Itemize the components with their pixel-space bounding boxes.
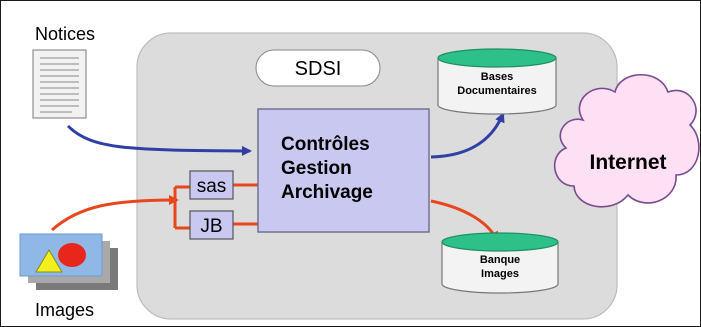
internet-cloud: Internet bbox=[553, 73, 700, 208]
center-line-gestion: Gestion bbox=[281, 158, 352, 179]
sdsi-label: SDSI bbox=[295, 58, 342, 80]
bases-line2: Documentaires bbox=[457, 85, 536, 97]
images-label: Images bbox=[35, 300, 94, 320]
center-process-box: Contrôles Gestion Archivage bbox=[257, 108, 430, 233]
banque-line2: Images bbox=[481, 268, 519, 280]
notices-document-icon bbox=[32, 49, 87, 119]
jb-label: JB bbox=[200, 216, 222, 237]
bases-documentaires-database: Bases Documentaires bbox=[437, 48, 557, 115]
images-to-sas-arrow bbox=[51, 195, 179, 232]
images-stack-icon bbox=[19, 233, 118, 290]
jb-box: JB bbox=[189, 210, 234, 240]
banque-images-database: Banque Images bbox=[441, 232, 559, 294]
sdsi-label-box: SDSI bbox=[255, 49, 381, 87]
center-to-bases-arrow bbox=[430, 112, 505, 159]
sas-box: sas bbox=[189, 170, 234, 200]
internet-label: Internet bbox=[589, 151, 666, 174]
center-line-archivage: Archivage bbox=[281, 182, 373, 203]
center-line-controles: Contrôles bbox=[281, 134, 370, 155]
banque-line1: Banque bbox=[480, 254, 520, 266]
sas-label: sas bbox=[197, 176, 227, 197]
notices-label: Notices bbox=[35, 24, 95, 44]
sas-jb-bracket bbox=[173, 185, 190, 230]
bases-line1: Bases bbox=[481, 71, 513, 83]
notices-to-center-arrow bbox=[66, 124, 252, 156]
